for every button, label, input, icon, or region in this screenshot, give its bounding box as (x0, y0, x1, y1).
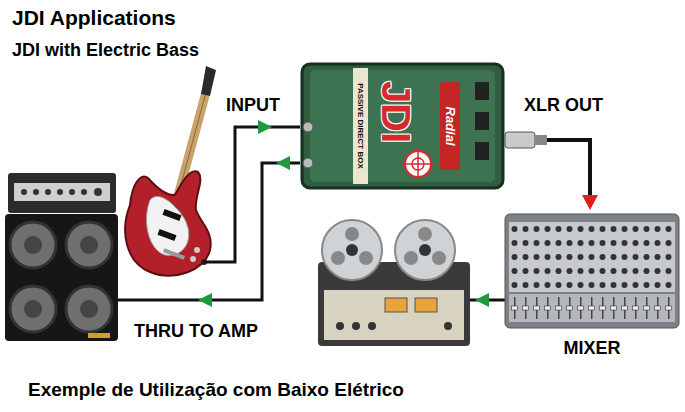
bass-amp (5, 173, 118, 341)
subtitle: JDI with Electric Bass (12, 40, 199, 61)
signal-label: THRU TO AMP (134, 321, 258, 342)
cable-line (505, 140, 590, 198)
brand-logo: JDI (376, 81, 416, 143)
signal-label: INPUT (226, 95, 280, 116)
arrow-head (582, 195, 598, 210)
direct-box (302, 64, 503, 188)
maker-logo: Radial (444, 106, 457, 145)
thru-cable (118, 163, 300, 300)
mixer-node: MIXER (505, 210, 679, 361)
model-name: PASSIVE DIRECT BOX (356, 83, 364, 169)
bass-guitar (125, 66, 216, 276)
caption: Exemple de Utilização com Baixo Elétrico (28, 379, 404, 401)
flow-arrow (276, 156, 290, 170)
direct-box-node: PASSIVE DIRECT BOX JDI Radial (300, 62, 505, 190)
xlr-cable (505, 140, 598, 210)
device-label: MIXER (505, 338, 679, 359)
edge-label: XLR OUT (522, 95, 605, 116)
flow-arrow (258, 120, 272, 134)
mixing-console (505, 214, 679, 328)
input-cable (204, 127, 300, 262)
tape-recorder (318, 220, 470, 346)
flow-arrow (198, 293, 212, 307)
xlr-plug (505, 132, 547, 148)
flow-arrow (475, 293, 489, 307)
title: JDI Applications (12, 6, 176, 30)
